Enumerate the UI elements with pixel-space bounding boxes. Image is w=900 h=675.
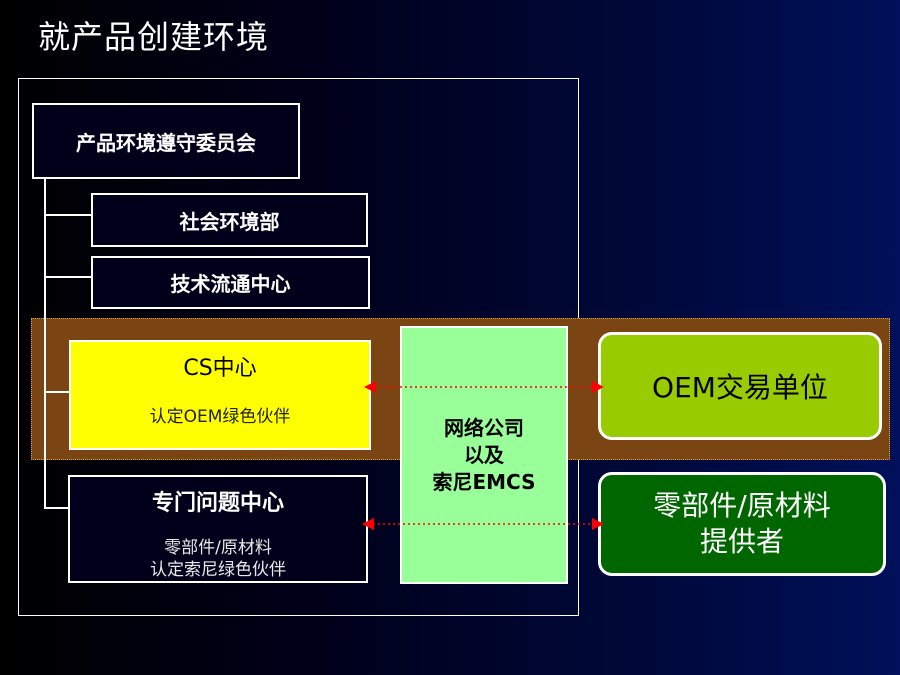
connector-social: [44, 214, 92, 216]
special-center-line1: 零部件/原材料: [164, 538, 272, 558]
page-title: 就产品创建环境: [38, 18, 270, 56]
committee-label: 产品环境遵守委员会: [76, 130, 256, 155]
cs-center-subtitle: 认定OEM绿色伙伴: [149, 407, 291, 427]
network-line3: 索尼EMCS: [432, 469, 536, 494]
special-center-line2: 认定索尼绿色伙伴: [150, 560, 286, 580]
social-dept-label: 社会环境部: [179, 209, 280, 234]
vertical-connector: [44, 176, 46, 508]
network-company-box[interactable]: 网络公司 以及 索尼EMCS: [400, 326, 568, 584]
connector-tech: [44, 276, 92, 278]
cs-center-title: CS中心: [183, 356, 257, 381]
social-dept-box[interactable]: 社会环境部: [91, 193, 368, 247]
committee-box[interactable]: 产品环境遵守委员会: [32, 103, 300, 179]
oem-unit-box[interactable]: OEM交易单位: [598, 332, 882, 440]
cs-center-box[interactable]: CS中心 认定OEM绿色伙伴: [69, 340, 371, 450]
special-center-title: 专门问题中心: [151, 491, 284, 516]
network-line1: 网络公司: [444, 415, 524, 440]
supplier-line1: 零部件/原材料: [653, 489, 831, 522]
network-line2: 以及: [464, 442, 504, 467]
connector-cs: [44, 391, 70, 393]
connector-special: [44, 507, 69, 509]
supplier-line2: 提供者: [699, 525, 784, 558]
tech-center-label: 技术流通中心: [170, 272, 291, 296]
tech-center-box[interactable]: 技术流通中心: [91, 256, 370, 309]
oem-unit-label: OEM交易单位: [652, 371, 828, 404]
